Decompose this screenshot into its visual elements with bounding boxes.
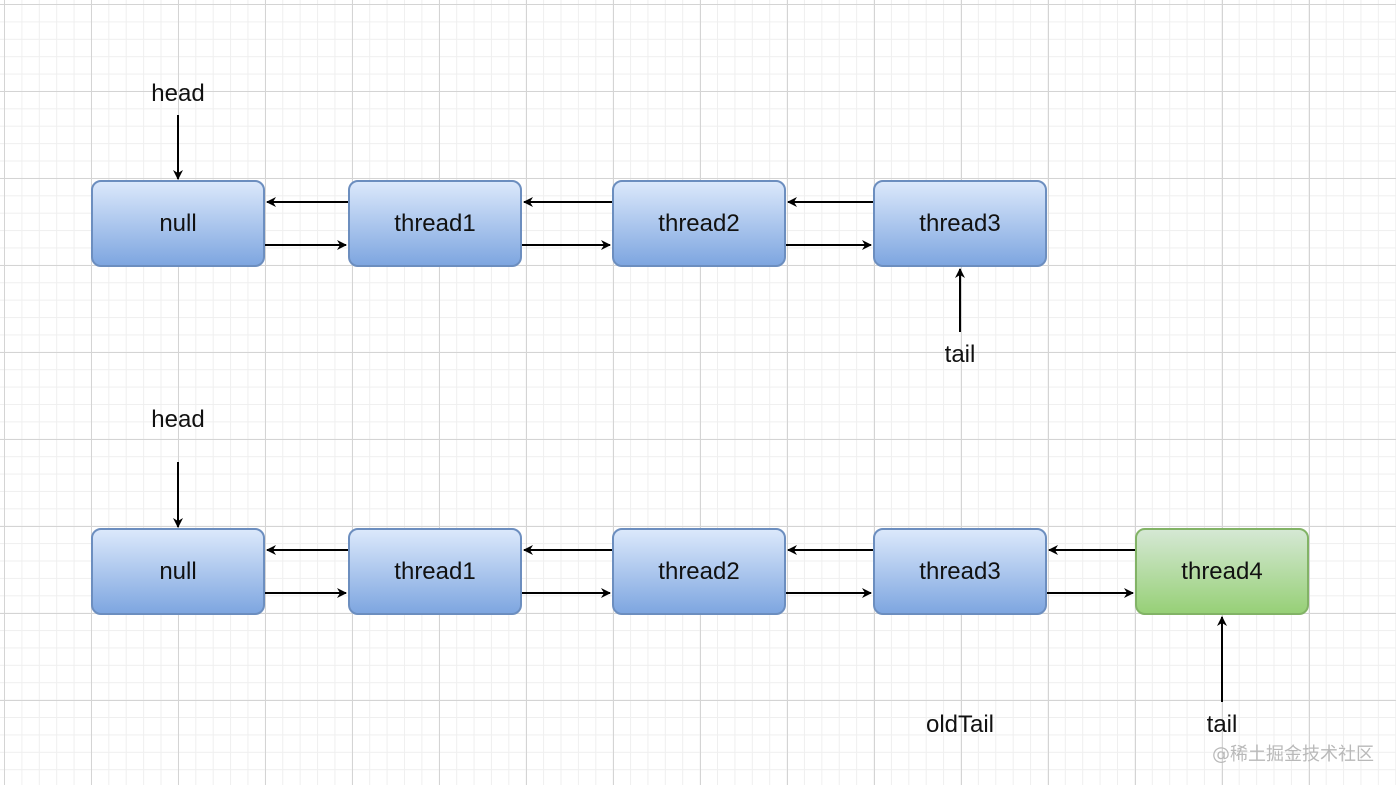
node-thread1: thread1 <box>348 528 522 615</box>
head-label: head <box>151 80 205 107</box>
oldTail-label: oldTail <box>925 711 995 738</box>
node-thread4: thread4 <box>1135 528 1309 615</box>
tail-label: tail <box>944 341 976 368</box>
tail-label: tail <box>1206 711 1238 738</box>
node-null: null <box>91 180 265 267</box>
watermark: @稀土掘金技术社区 <box>1212 744 1374 765</box>
node-null: null <box>91 528 265 615</box>
node-thread3: thread3 <box>873 180 1047 267</box>
node-thread1: thread1 <box>348 180 522 267</box>
node-thread2: thread2 <box>612 180 786 267</box>
node-thread2: thread2 <box>612 528 786 615</box>
head-label: head <box>151 406 205 433</box>
node-thread3: thread3 <box>873 528 1047 615</box>
